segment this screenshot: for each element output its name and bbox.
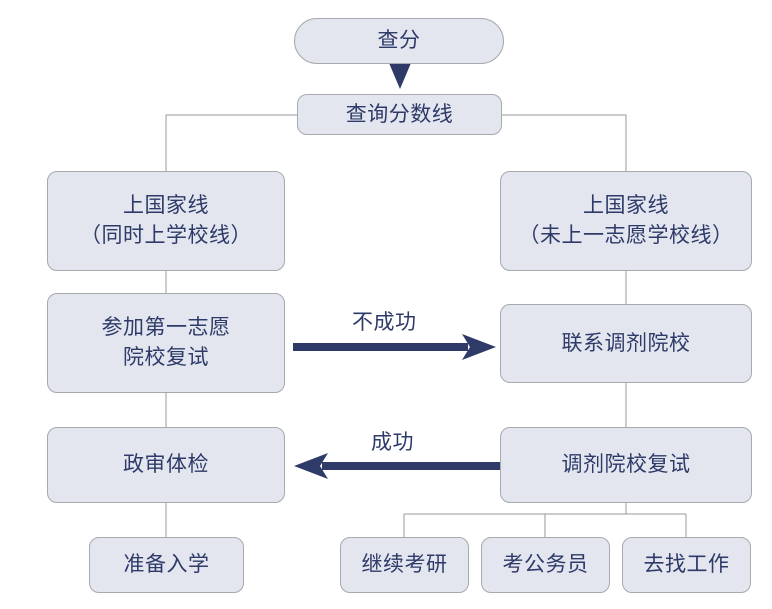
node-chafen-label: 查分: [377, 28, 421, 53]
node-national-line-with-school-line[interactable]: 上国家线 （同时上学校线）: [47, 171, 285, 271]
connector-chaxun-to-left: [165, 114, 297, 171]
node-left3-label: 政审体检: [123, 452, 209, 477]
node-left1-label-line2: （同时上学校线）: [80, 223, 252, 247]
node-prepare-enrollment[interactable]: 准备入学: [89, 537, 244, 593]
node-bottom1-label: 继续考研: [361, 552, 448, 577]
node-bottom3-label: 去找工作: [643, 552, 730, 577]
node-right1-label-line2: （未上一志愿学校线）: [518, 223, 734, 247]
node-chaxun-label: 查询分数线: [345, 101, 454, 126]
node-find-job[interactable]: 去找工作: [622, 537, 751, 593]
node-left2-label-line1: 参加第一志愿: [101, 315, 231, 340]
node-civil-service-exam[interactable]: 考公务员: [481, 537, 610, 593]
node-transfer-school-interview[interactable]: 调剂院校复试: [500, 427, 752, 503]
node-right1-label-line1: 上国家线: [583, 193, 669, 218]
arrow-down-chafen-to-chaxun: [389, 63, 411, 89]
node-right3-label: 调剂院校复试: [561, 452, 691, 477]
arrow-fail-right: [293, 334, 496, 360]
connector-chaxun-to-right: [502, 114, 627, 171]
node-left4-label: 准备入学: [123, 552, 210, 577]
node-political-review-physical[interactable]: 政审体检: [47, 427, 285, 503]
edge-label-success: 成功: [371, 430, 414, 454]
node-left2-label-line2: 院校复试: [123, 345, 209, 369]
node-chafen[interactable]: 查分: [294, 18, 504, 64]
node-national-line-without-school-line[interactable]: 上国家线 （未上一志愿学校线）: [500, 171, 752, 271]
arrow-success-left: [294, 453, 500, 479]
edge-label-fail: 不成功: [352, 310, 417, 334]
node-first-choice-interview[interactable]: 参加第一志愿 院校复试: [47, 293, 285, 393]
node-left1-label-line1: 上国家线: [123, 193, 209, 218]
node-chaxun-fenshuxian[interactable]: 查询分数线: [297, 94, 502, 135]
node-right2-label: 联系调剂院校: [561, 330, 691, 355]
node-bottom2-label: 考公务员: [502, 552, 589, 577]
node-contact-transfer-school[interactable]: 联系调剂院校: [500, 304, 752, 383]
node-continue-postgraduate-exam[interactable]: 继续考研: [340, 537, 469, 593]
